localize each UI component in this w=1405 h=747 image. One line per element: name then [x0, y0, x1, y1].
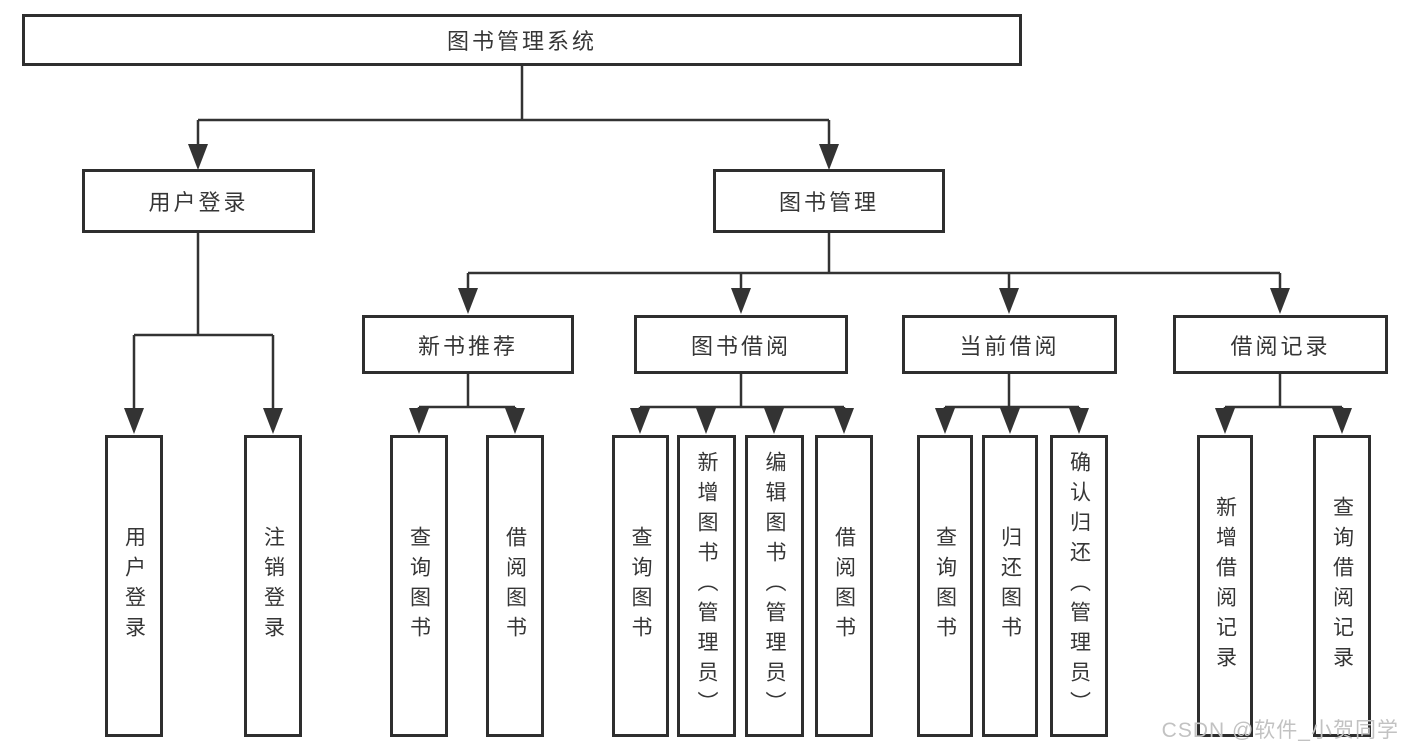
node-book-management-label: 图书管理	[778, 190, 879, 215]
node-new-book-recommend-label: 新书推荐	[417, 333, 518, 359]
node-user-login: 用户登录	[82, 169, 315, 233]
node-borrow-records-label: 借阅记录	[1230, 333, 1331, 359]
leaf-borrow-books-2: 借阅图书	[815, 435, 873, 737]
node-current-borrow: 当前借阅	[902, 315, 1117, 374]
node-book-borrow-label: 图书借阅	[690, 333, 791, 359]
leaf-query-borrow-record: 查询借阅记录	[1313, 435, 1371, 737]
node-root-system: 图书管理系统	[22, 14, 1022, 66]
leaf-edit-books-admin: 编辑图书（管理员）	[745, 435, 804, 737]
node-book-management: 图书管理	[713, 169, 945, 233]
node-user-login-label: 用户登录	[148, 190, 249, 215]
leaf-add-borrow-record: 新增借阅记录	[1197, 435, 1253, 737]
leaf-query-books-1: 查询图书	[390, 435, 448, 737]
leaf-add-books-admin: 新增图书（管理员）	[677, 435, 736, 737]
watermark: CSDN @软件_小贺同学	[1161, 719, 1399, 742]
node-book-borrow: 图书借阅	[634, 315, 848, 374]
leaf-logout-login: 注销登录	[244, 435, 302, 737]
leaf-query-books-3: 查询图书	[917, 435, 973, 737]
node-new-book-recommend: 新书推荐	[362, 315, 574, 374]
arrowheads	[124, 144, 1352, 434]
node-current-borrow-label: 当前借阅	[959, 333, 1060, 359]
leaf-user-login: 用户登录	[105, 435, 163, 737]
leaf-query-books-2: 查询图书	[612, 435, 669, 737]
node-borrow-records: 借阅记录	[1173, 315, 1388, 374]
node-root-label: 图书管理系统	[446, 29, 597, 54]
leaf-borrow-books-1: 借阅图书	[486, 435, 544, 737]
leaf-confirm-return-admin: 确认归还（管理员）	[1050, 435, 1108, 737]
leaf-return-books: 归还图书	[982, 435, 1038, 737]
